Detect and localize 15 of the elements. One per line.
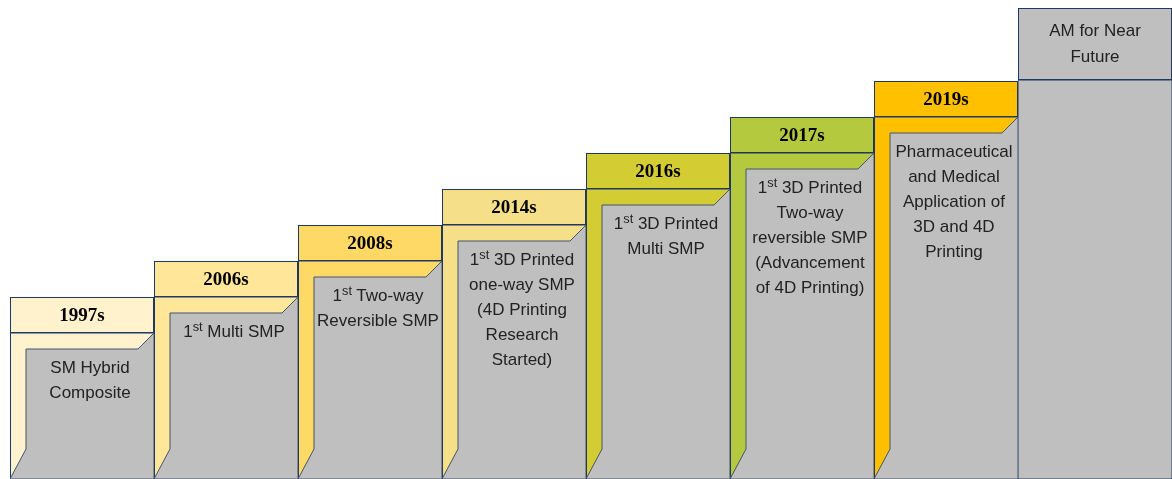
milestone-text: 1$^{st}$ 3D Printed Multi SMP: [612, 211, 720, 260]
milestone-text: 1$^{st}$ Two-way Reversible SMP: [316, 283, 440, 332]
milestone-text: 1$^{st}$ 3D Printed Two-way reversible SMP (Advancement of 4D Printing): [751, 175, 869, 299]
year-header: 2008s: [298, 225, 442, 261]
year-header: 1997s: [10, 297, 154, 333]
year-header: 2006s: [154, 261, 298, 297]
year-header: 2019s: [874, 81, 1018, 117]
year-header: 2014s: [442, 189, 586, 225]
year-header: AM for Near Future: [1018, 8, 1172, 80]
milestone-text: Pharmaceutical and Medical Application of 3D and 4D Printing: [894, 141, 1014, 263]
milestone-text: 1$^{st}$ 3D Printed one-way SMP (4D Printing Research Started): [468, 247, 576, 371]
milestone-text: SM Hybrid Composite: [48, 357, 132, 404]
milestone-text: 1$^{st}$ Multi SMP: [182, 319, 286, 343]
year-header: 2016s: [586, 153, 730, 189]
year-header: 2017s: [730, 117, 874, 153]
